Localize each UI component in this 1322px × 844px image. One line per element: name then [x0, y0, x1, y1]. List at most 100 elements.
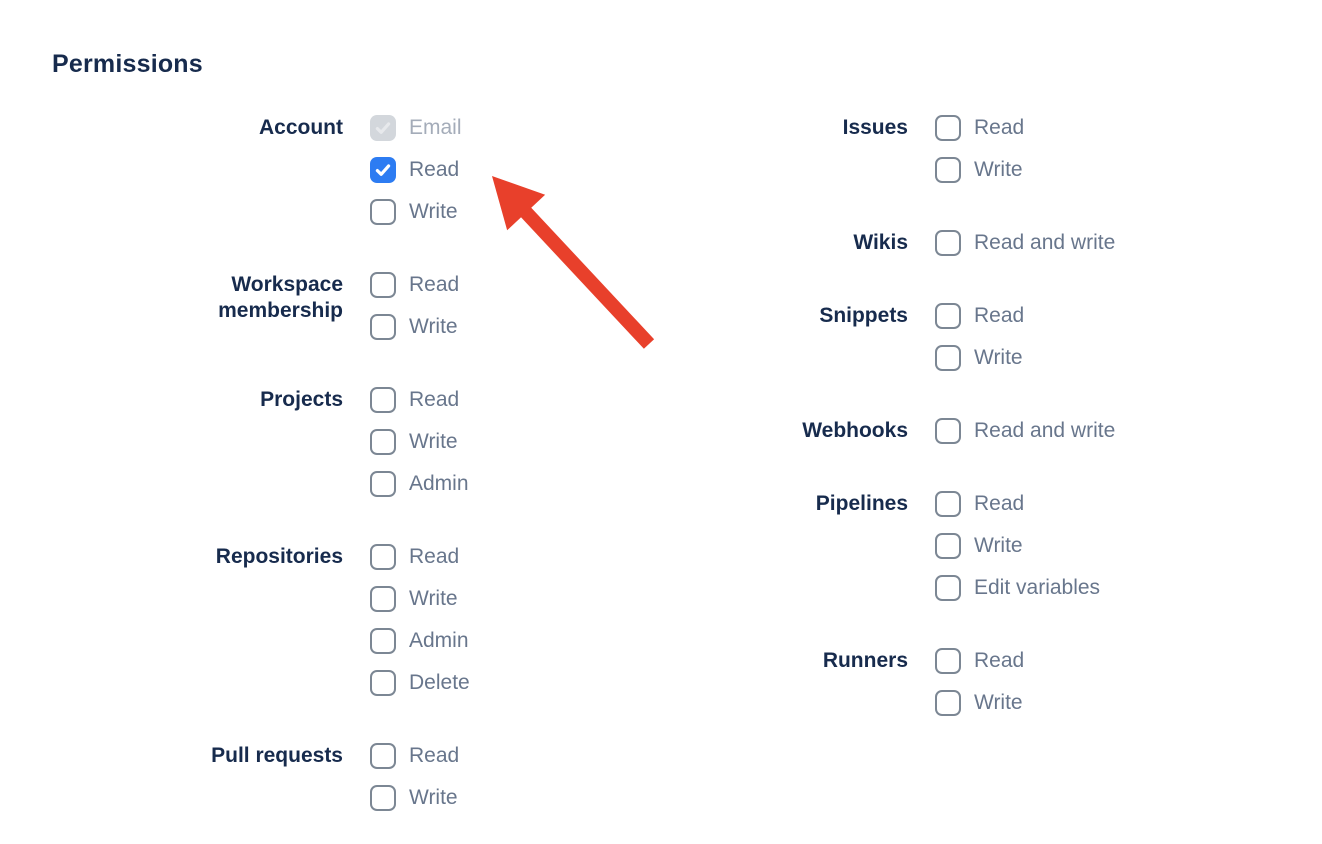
- webhooks-read-and-write-checkbox[interactable]: [935, 418, 961, 444]
- runners-write-checkbox[interactable]: [935, 690, 961, 716]
- runners-read-label[interactable]: Read: [974, 649, 1025, 672]
- account-email-checkbox: [370, 115, 396, 141]
- pipelines-edit-variables-label[interactable]: Edit variables: [974, 576, 1101, 599]
- projects-write-option[interactable]: Write: [370, 429, 469, 455]
- account-read-label[interactable]: Read: [409, 158, 460, 181]
- pipelines-write-option[interactable]: Write: [935, 533, 1100, 559]
- group-label-account: Account: [259, 116, 343, 139]
- pull-requests-read-label[interactable]: Read: [409, 744, 460, 767]
- pull-requests-read-checkbox[interactable]: [370, 743, 396, 769]
- projects-admin-label[interactable]: Admin: [409, 472, 469, 495]
- projects-read-checkbox[interactable]: [370, 387, 396, 413]
- workspace-membership-read-checkbox[interactable]: [370, 272, 396, 298]
- account-email-label: Email: [409, 116, 462, 139]
- pipelines-write-label[interactable]: Write: [974, 534, 1023, 557]
- runners-read-checkbox[interactable]: [935, 648, 961, 674]
- repositories-write-label[interactable]: Write: [409, 587, 458, 610]
- snippets-write-option[interactable]: Write: [935, 345, 1024, 371]
- issues-write-option[interactable]: Write: [935, 157, 1024, 183]
- projects-read-label[interactable]: Read: [409, 388, 460, 411]
- permission-group-wikis: Wikis Read and write: [763, 230, 1115, 256]
- repositories-delete-label[interactable]: Delete: [409, 671, 470, 694]
- options-webhooks: Read and write: [935, 418, 1115, 444]
- pull-requests-write-checkbox[interactable]: [370, 785, 396, 811]
- workspace-membership-read-option[interactable]: Read: [370, 272, 459, 298]
- snippets-read-option[interactable]: Read: [935, 303, 1024, 329]
- issues-write-label[interactable]: Write: [974, 158, 1023, 181]
- repositories-delete-option[interactable]: Delete: [370, 670, 470, 696]
- issues-read-label[interactable]: Read: [974, 116, 1025, 139]
- pipelines-read-checkbox[interactable]: [935, 491, 961, 517]
- issues-read-option[interactable]: Read: [935, 115, 1024, 141]
- arrow-shaft: [516, 203, 655, 349]
- account-write-checkbox[interactable]: [370, 199, 396, 225]
- check-icon: [375, 164, 391, 176]
- workspace-membership-write-checkbox[interactable]: [370, 314, 396, 340]
- account-write-label[interactable]: Write: [409, 200, 458, 223]
- repositories-admin-option[interactable]: Admin: [370, 628, 470, 654]
- repositories-write-option[interactable]: Write: [370, 586, 470, 612]
- webhooks-read-and-write-label[interactable]: Read and write: [974, 419, 1116, 442]
- repositories-read-checkbox[interactable]: [370, 544, 396, 570]
- workspace-membership-read-label[interactable]: Read: [409, 273, 460, 296]
- repositories-read-label[interactable]: Read: [409, 545, 460, 568]
- pipelines-edit-variables-checkbox[interactable]: [935, 575, 961, 601]
- pipelines-write-checkbox[interactable]: [935, 533, 961, 559]
- pull-requests-write-label[interactable]: Write: [409, 786, 458, 809]
- projects-write-label[interactable]: Write: [409, 430, 458, 453]
- webhooks-read-and-write-option[interactable]: Read and write: [935, 418, 1115, 444]
- pull-requests-read-option[interactable]: Read: [370, 743, 459, 769]
- issues-write-checkbox[interactable]: [935, 157, 961, 183]
- repositories-admin-checkbox[interactable]: [370, 628, 396, 654]
- projects-admin-checkbox[interactable]: [370, 471, 396, 497]
- runners-write-label[interactable]: Write: [974, 691, 1023, 714]
- group-label-repositories: Repositories: [215, 545, 343, 568]
- runners-read-option[interactable]: Read: [935, 648, 1024, 674]
- repositories-delete-checkbox[interactable]: [370, 670, 396, 696]
- pipelines-edit-variables-option[interactable]: Edit variables: [935, 575, 1100, 601]
- pipelines-read-label[interactable]: Read: [974, 492, 1025, 515]
- snippets-write-checkbox[interactable]: [935, 345, 961, 371]
- group-label-workspace-membership: Workspace membership: [218, 273, 343, 322]
- snippets-read-checkbox[interactable]: [935, 303, 961, 329]
- account-write-option[interactable]: Write: [370, 199, 462, 225]
- workspace-membership-write-label[interactable]: Write: [409, 315, 458, 338]
- repositories-read-option[interactable]: Read: [370, 544, 470, 570]
- account-read-option[interactable]: Read: [370, 157, 462, 183]
- repositories-write-checkbox[interactable]: [370, 586, 396, 612]
- pull-requests-write-option[interactable]: Write: [370, 785, 459, 811]
- page-title: Permissions: [52, 50, 203, 78]
- pipelines-read-option[interactable]: Read: [935, 491, 1100, 517]
- projects-admin-option[interactable]: Admin: [370, 471, 469, 497]
- runners-write-option[interactable]: Write: [935, 690, 1024, 716]
- issues-read-checkbox[interactable]: [935, 115, 961, 141]
- arrow-head: [492, 176, 546, 231]
- projects-read-option[interactable]: Read: [370, 387, 469, 413]
- account-read-checkbox[interactable]: [370, 157, 396, 183]
- wikis-read-and-write-checkbox[interactable]: [935, 230, 961, 256]
- snippets-read-label[interactable]: Read: [974, 304, 1025, 327]
- snippets-write-label[interactable]: Write: [974, 346, 1023, 369]
- wikis-read-and-write-option[interactable]: Read and write: [935, 230, 1115, 256]
- wikis-read-and-write-label[interactable]: Read and write: [974, 231, 1116, 254]
- group-label-pipelines: Pipelines: [815, 492, 908, 515]
- workspace-membership-write-option[interactable]: Write: [370, 314, 459, 340]
- check-icon: [375, 122, 391, 134]
- group-label-wikis: Wikis: [853, 231, 908, 254]
- projects-write-checkbox[interactable]: [370, 429, 396, 455]
- repositories-admin-label[interactable]: Admin: [409, 629, 469, 652]
- group-label-pull-requests: Pull requests: [211, 744, 343, 767]
